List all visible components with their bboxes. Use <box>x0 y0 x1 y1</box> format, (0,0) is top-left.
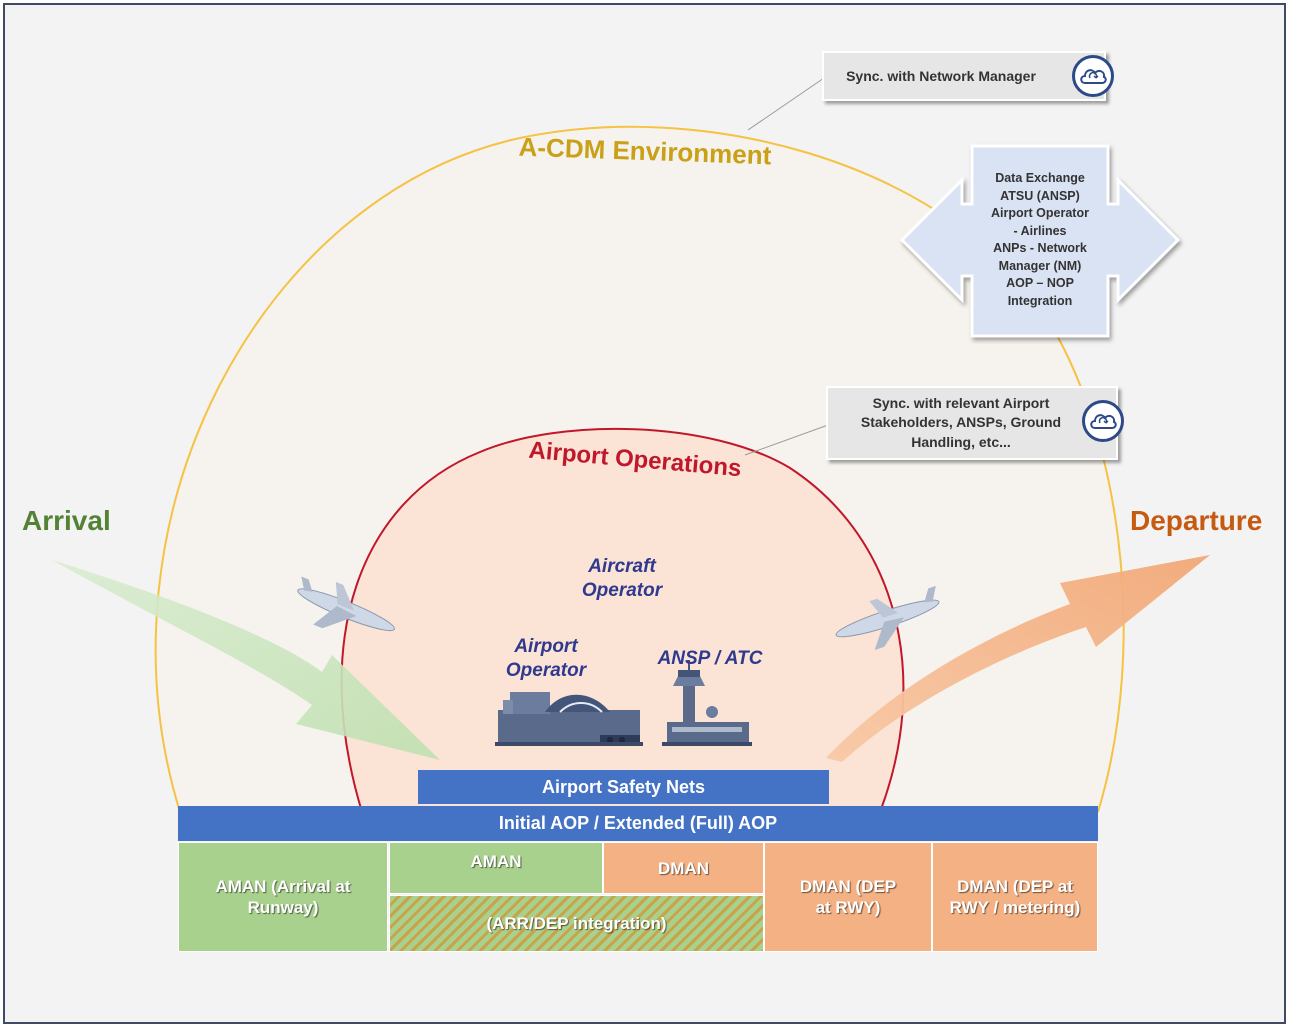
dman-metering-cell: DMAN (DEP at RWY / metering) <box>932 842 1098 952</box>
departure-label: Departure <box>1130 505 1263 536</box>
sync-stakeholders-text: Sync. with relevant Airport Stakeholders… <box>860 394 1062 450</box>
aircraft-operator-label: Aircraft Operator <box>581 556 663 601</box>
integration-cell: (ARR/DEP integration) <box>389 895 764 952</box>
data-exchange-line: Airport Operator <box>991 206 1089 220</box>
cloud-sync-icon <box>1082 400 1124 442</box>
cloud-shape <box>1090 414 1117 429</box>
operations-arc <box>340 427 905 813</box>
cloud-shape <box>1080 69 1107 84</box>
departure-arrow <box>826 555 1210 762</box>
leader-line-network <box>747 77 825 131</box>
aop-bar: Initial AOP / Extended (Full) AOP <box>178 806 1098 841</box>
sync-stakeholders-box: Sync. with relevant Airport Stakeholders… <box>826 386 1118 460</box>
airport-terminal-icon <box>495 692 643 746</box>
data-exchange-line: - Airlines <box>1013 223 1067 238</box>
data-exchange-text: Data Exchange ATSU (ANSP) Airport Operat… <box>975 170 1105 310</box>
ansp-atc-label: ANSP / ATC <box>657 648 763 669</box>
arrival-label: Arrival <box>22 505 111 536</box>
data-exchange-line: AOP – NOP <box>1006 276 1074 290</box>
data-exchange-line: Data Exchange <box>995 171 1085 185</box>
airport-operator-label: Airport Operator <box>505 636 587 681</box>
sync-network-manager-box: Sync. with Network Manager <box>822 51 1106 101</box>
dman-cell: DMAN <box>603 842 764 894</box>
aman-cell: AMAN <box>389 842 603 894</box>
data-exchange-line: ATSU (ANSP) <box>1000 188 1080 203</box>
dman-dep-rwy-cell: DMAN (DEP at RWY) <box>764 842 932 952</box>
aman-arrival-cell: AMAN (Arrival at Runway) <box>178 842 388 952</box>
sync-network-manager-text: Sync. with Network Manager <box>846 68 1036 84</box>
arrival-arrow <box>52 560 440 760</box>
data-exchange-arrow <box>899 144 1181 338</box>
airplane-icon <box>297 576 395 632</box>
leader-line-stakeholders <box>744 424 829 456</box>
airplane-icon <box>835 585 940 650</box>
data-exchange-line: Integration <box>1007 293 1073 308</box>
control-tower-icon <box>662 660 752 746</box>
data-exchange-line: Manager (NM) <box>998 258 1082 273</box>
cloud-sync-icon <box>1072 55 1114 97</box>
safety-nets-bar: Airport Safety Nets <box>418 770 829 804</box>
data-exchange-line: ANPs - Network <box>993 241 1087 255</box>
